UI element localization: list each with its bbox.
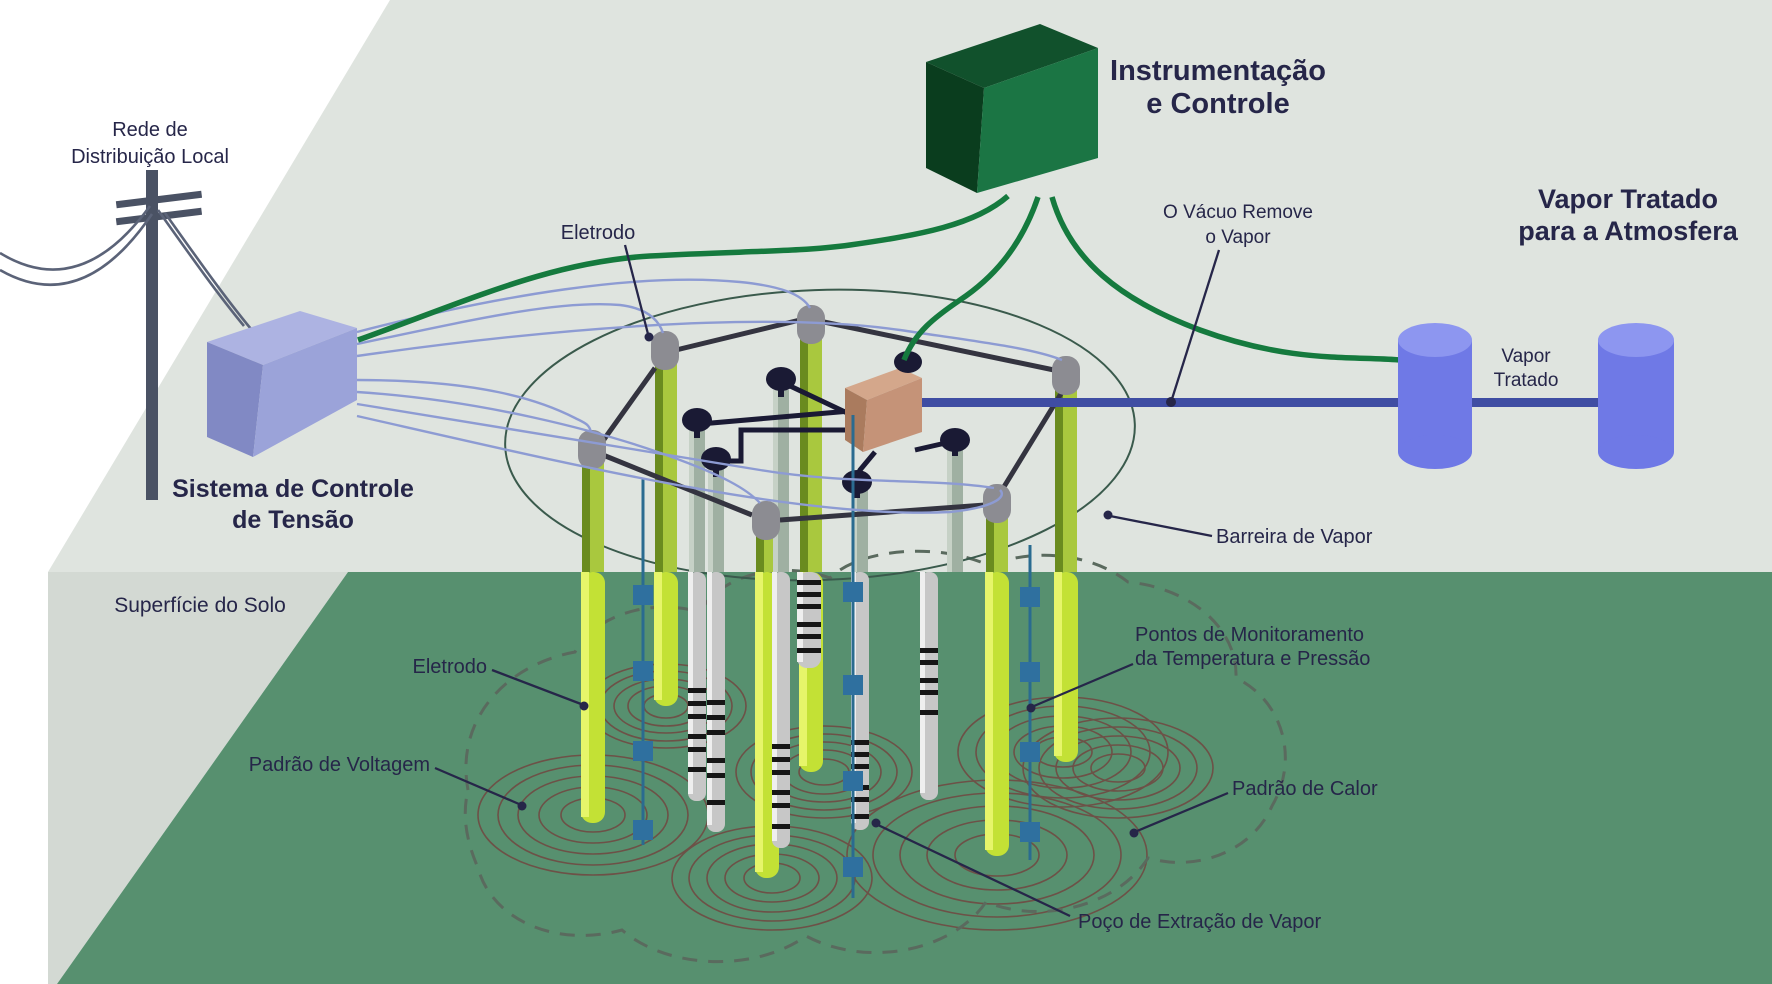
label-padrao-voltagem: Padrão de Voltagem xyxy=(249,754,430,776)
electrode-caps-gray xyxy=(578,305,1080,540)
monitoring-line-1 xyxy=(633,478,653,845)
extraction-well-1 xyxy=(688,572,706,801)
pointer-eletrodo-top xyxy=(623,244,650,335)
voltage-control-box xyxy=(207,311,357,457)
label-vacuo-line2: o Vapor xyxy=(1205,227,1271,248)
monitoring-line-3 xyxy=(1020,545,1040,860)
pointer-padrao-calor xyxy=(1136,791,1229,833)
label-pontos-line1: Pontos de Monitoramento xyxy=(1135,624,1364,646)
sky-region xyxy=(48,0,1772,572)
cable-instrumentation-to-manifold xyxy=(901,196,1041,362)
label-vapor-atmosfera-line2: para a Atmosfera xyxy=(1518,216,1739,246)
ground-region xyxy=(57,572,1772,984)
cable-control-to-instrumentation xyxy=(357,193,1010,343)
label-vapor-tratado-line1: Vapor xyxy=(1501,346,1551,367)
monitoring-lines xyxy=(633,415,1040,898)
treatment-cylinder-2 xyxy=(1598,323,1674,469)
pointer-eletrodo-bottom xyxy=(491,668,582,706)
vapor-pipe xyxy=(920,398,1612,407)
instrumentation-box xyxy=(926,24,1098,193)
cable-instrumentation-to-cylinder xyxy=(1049,196,1401,363)
label-barreira: Barreira de Vapor xyxy=(1216,526,1373,548)
well-shafts-below xyxy=(688,572,938,848)
vapor-barrier-ellipse xyxy=(504,288,1136,582)
distribution-wires xyxy=(0,205,253,330)
monitoring-line-2 xyxy=(843,415,863,898)
label-vacuo-line1: O Vácuo Remove xyxy=(1163,202,1313,223)
pointer-padrao-voltagem xyxy=(434,766,520,806)
label-instrumentacao-line1: Instrumentação xyxy=(1110,55,1326,87)
electrode-bus-lines xyxy=(597,317,1065,523)
label-vapor-atmosfera-line1: Vapor Tratado xyxy=(1538,184,1718,214)
pointer-barreira xyxy=(1109,514,1213,538)
soil-surface-wedge xyxy=(48,572,348,984)
label-rede-line2: Distribuição Local xyxy=(71,146,229,168)
label-padrao-calor: Padrão de Calor xyxy=(1232,778,1378,800)
extraction-well-5 xyxy=(920,572,938,800)
electrode-wire-fan xyxy=(356,278,1063,514)
label-rede-line1: Rede de xyxy=(112,119,188,141)
extraction-well-center xyxy=(797,572,821,668)
extraction-well-2 xyxy=(707,572,725,832)
control-cables xyxy=(357,193,1401,363)
label-vapor-tratado-line2: Tratado xyxy=(1494,370,1559,391)
power-pole xyxy=(115,170,203,500)
manifold-box xyxy=(845,351,922,452)
extraction-well-3 xyxy=(772,572,790,848)
label-eletrodo-bottom: Eletrodo xyxy=(413,656,488,678)
label-instrumentacao-line2: e Controle xyxy=(1146,88,1289,120)
label-superficie: Superfície do Solo xyxy=(114,594,286,617)
label-pontos-line2: da Temperatura e Pressão xyxy=(1135,648,1370,670)
vapor-extraction-wells xyxy=(688,390,963,848)
label-poco: Poço de Extração de Vapor xyxy=(1078,911,1321,933)
text-labels: Rede de Distribuição Local Instrumentaçã… xyxy=(71,55,1739,933)
pointer-lines xyxy=(434,244,1229,918)
label-sistema-line2: de Tensão xyxy=(232,506,354,534)
label-eletrodo-top: Eletrodo xyxy=(561,222,636,244)
electrode-shafts-above xyxy=(582,338,1077,572)
pointer-poco xyxy=(877,823,1071,918)
pointer-vacuo xyxy=(1170,249,1221,400)
treatment-cylinder-1 xyxy=(1398,323,1472,469)
label-sistema-line1: Sistema de Controle xyxy=(172,475,414,503)
manifold-sensor-cap xyxy=(894,351,922,373)
pattern-cluster-7 xyxy=(1022,717,1214,819)
pointer-pontos xyxy=(1033,662,1134,708)
